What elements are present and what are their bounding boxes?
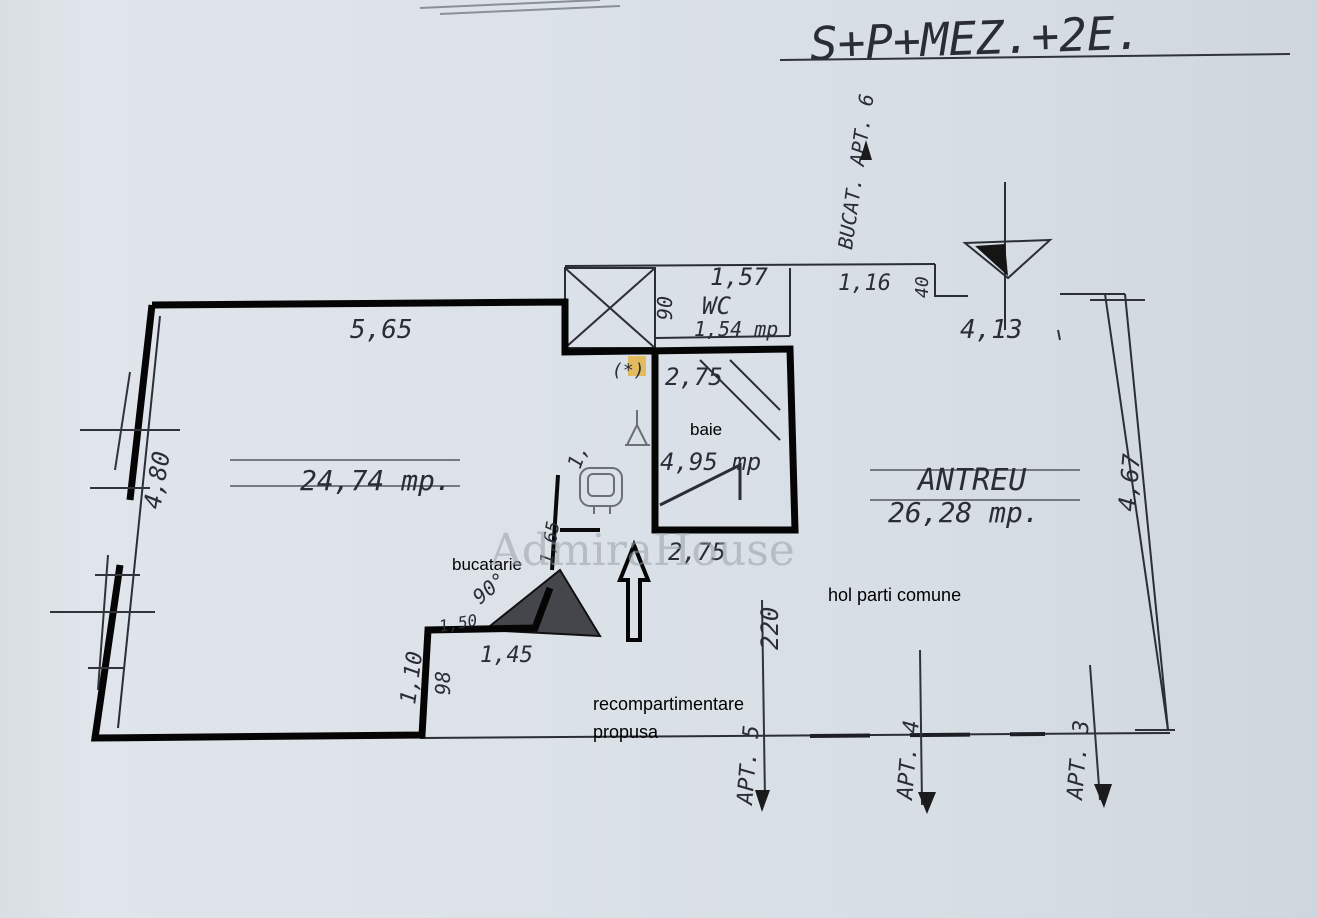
dim-right-top: 1,16 [838,271,891,296]
level-marker-fill [975,244,1008,276]
armchair-icon [579,467,623,514]
bottom-wall-doors [809,732,1046,738]
annotation-baie: baie [690,420,722,439]
proposed-outline-main [151,298,799,534]
dim-left-height: 4,80 [138,449,176,511]
dim-small-c: 1, [562,441,593,472]
stair-steps [669,475,719,501]
dim-top-left: 5,65 [350,315,413,345]
dim-stair-width: 1,45 [480,643,533,668]
neighbor-bottom-right: APT. 3 [1063,719,1095,802]
right-outer-wall-a [1104,293,1169,731]
watermark-text: AdmiraHouse [489,525,795,576]
annotation-bucatarie: bucatarie [452,555,522,574]
bath-diagonal-a [699,359,781,441]
inner-wall [117,315,161,729]
dim-bath-width-bottom: 2,75 [668,538,726,566]
shaft-cross-b [564,267,656,349]
right-ticks [761,299,1175,806]
paper-scribble [419,0,621,15]
entry-arrow [617,539,651,642]
building-code: S+P+MEZ.+2E. [809,5,1143,71]
level-marker-triangle [962,238,1053,280]
dim-wc-depth: 90 [653,296,677,320]
dim-right-height: 4,67 [1113,452,1146,513]
proposed-kitchen-wall [550,474,560,571]
room-wc-area: 1,54 mp [694,317,778,341]
lamp-icon [625,410,650,446]
svg-text:(*): (*) [612,360,645,381]
bottom-wall [419,732,1171,739]
dim-corridor: 220 [756,607,784,650]
proposed-outline-left [90,304,554,742]
wc-bottom-wall [654,335,791,339]
room-antreu-area: 26,28 mp. [888,496,1040,529]
neighbor-arrows [755,140,1112,814]
right-notch [934,264,968,297]
annotation-hol: hol parti comune [828,585,961,605]
logo-icon: (*) [612,356,646,381]
dim-bath-width: 2,75 [665,363,723,391]
dim-wc-width: 1,57 [710,263,768,291]
left-ticks [50,371,180,691]
dim-right-step: 40 [912,276,933,298]
room-wc-name: WC [702,292,731,320]
neighbor-bottom-mid: APT. 4 [893,719,925,802]
annotation-recompartimentare-2: propusa [593,722,659,742]
room-bath-area: 4,95 mp [660,448,761,476]
top-wall [564,263,936,267]
neighbor-top: BUCAT. APT. 6 [833,92,879,250]
dim-right-width: 4,13 [960,315,1023,345]
room-main-area: 24,74 mp. [300,464,452,497]
room-antreu-name: ANTREU [916,463,1027,498]
dim-step-depth: 98 [431,671,455,695]
bath-diagonal-b [729,359,781,411]
right-outer-wall-b [1124,293,1169,731]
header-underline [779,53,1291,61]
annotation-recompartimentare-1: recompartimentare [593,694,744,714]
